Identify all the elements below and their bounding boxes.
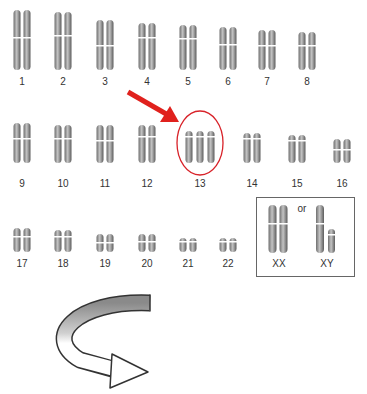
chromosomes-row-1 [12, 10, 317, 70]
chromosome-number: 18 [57, 258, 68, 270]
sex-chromosome-box: orXX XY [256, 197, 355, 277]
chromosome-number: 6 [225, 76, 231, 88]
chromosome-number: 3 [102, 76, 108, 88]
chromosome-number: 14 [246, 178, 257, 190]
highlight-circle [177, 111, 223, 175]
chromosome-number: 15 [291, 178, 302, 190]
chromosome-number: 8 [304, 76, 310, 88]
chromosome-number: 10 [57, 178, 68, 190]
pointer-arrow [128, 92, 179, 122]
curved-arrow [64, 295, 150, 389]
chromosome-number: 19 [99, 258, 110, 270]
chromosome-number: 12 [141, 178, 152, 190]
chromosome-label: XY [320, 258, 333, 270]
chromosome-number: 20 [141, 258, 152, 270]
chromosome-number: 5 [185, 76, 191, 88]
chromosome-number: 22 [222, 258, 233, 270]
chromosomes-row-2 [12, 123, 352, 163]
chromosome-label: or [298, 203, 307, 215]
chromosome-number: 2 [60, 76, 66, 88]
chromosome-number: 7 [264, 76, 270, 88]
chromosomes-row-3 [12, 228, 238, 252]
chromosome-number: 9 [19, 178, 25, 190]
chromosome-label: XX [272, 258, 285, 270]
chromosome-number: 21 [182, 258, 193, 270]
chromosome-number: 11 [100, 178, 110, 190]
chromosome-number: 13 [194, 178, 205, 190]
chromosome-number: 1 [19, 76, 25, 88]
chromosome-number: 17 [16, 258, 27, 270]
chromosome-number: 16 [336, 178, 347, 190]
chromosome-number: 4 [144, 76, 150, 88]
